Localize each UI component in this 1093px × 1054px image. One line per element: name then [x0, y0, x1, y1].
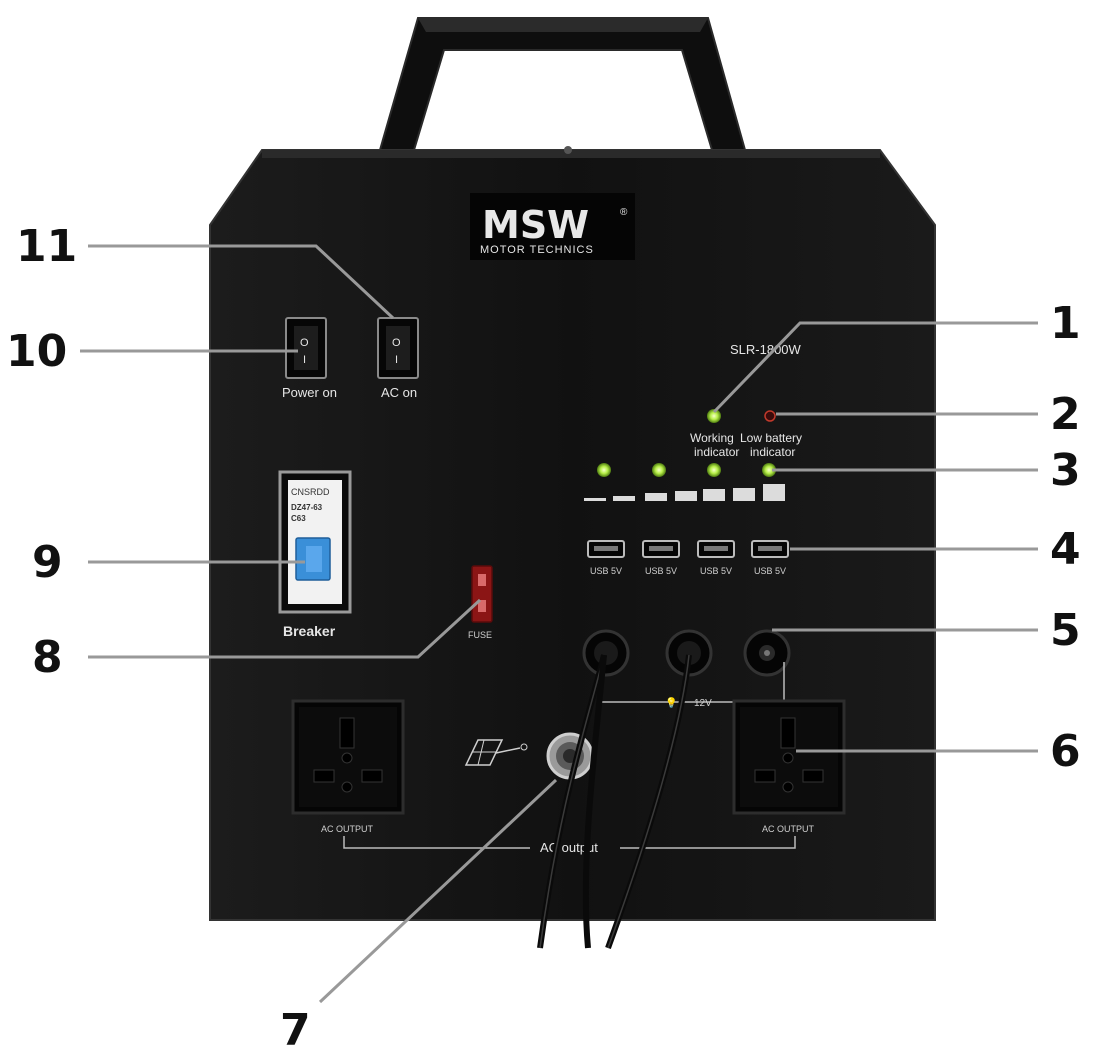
ac-output-bracket [343, 836, 796, 849]
leader-7 [318, 778, 558, 1004]
fuse-holder[interactable] [471, 565, 493, 623]
dc-12v-label: 12V [694, 698, 712, 709]
low-battery-indicator-led [764, 410, 776, 422]
usb-label-1: USB 5V [590, 566, 622, 576]
working-indicator-label-1: Working [690, 431, 734, 445]
usb-port-1[interactable] [587, 540, 625, 558]
callout-4: 4 [1050, 524, 1081, 575]
working-indicator-led [707, 409, 721, 423]
callout-7: 7 [280, 1005, 311, 1054]
ac-outlet-left[interactable] [291, 699, 405, 815]
leader-11 [88, 244, 395, 320]
callout-5: 5 [1050, 605, 1081, 656]
breaker-label: Breaker [283, 623, 336, 639]
level-bar-6 [733, 488, 755, 501]
power-switch[interactable]: O I [285, 317, 327, 379]
usb-label-2: USB 5V [645, 566, 677, 576]
battery-led-2 [652, 463, 666, 477]
battery-led-3 [707, 463, 721, 477]
callout-1: 1 [1050, 298, 1081, 349]
ac-outlet-right[interactable] [732, 699, 846, 815]
battery-level-leds [584, 463, 785, 501]
usb-port-3[interactable] [697, 540, 735, 558]
brand-logo: MSW ® MOTOR TECHNICS [470, 193, 635, 260]
svg-text:💡: 💡 [665, 696, 677, 709]
battery-led-4 [762, 463, 776, 477]
fuse-label: FUSE [468, 630, 492, 640]
solar-panel-icon [464, 739, 528, 766]
circuit-breaker[interactable]: CNSRDD DZ47-63 C63 [278, 470, 352, 614]
svg-text:MSW: MSW [482, 203, 589, 247]
callout-10: 10 [6, 326, 67, 377]
callout-9: 9 [32, 537, 63, 588]
carry-handle[interactable] [378, 17, 747, 151]
svg-text:®: ® [620, 207, 628, 218]
svg-text:I: I [395, 354, 398, 366]
leader-8 [88, 598, 482, 659]
ac-output-left-label: AC OUTPUT [321, 824, 374, 834]
svg-text:O: O [392, 337, 401, 349]
callout-2: 2 [1050, 389, 1081, 440]
level-bar-1 [584, 498, 606, 501]
ac-output-right-label: AC OUTPUT [762, 824, 815, 834]
level-bar-2 [613, 496, 635, 501]
svg-text:I: I [303, 354, 306, 366]
usb-ports: USB 5V USB 5V USB 5V USB 5V [587, 540, 789, 576]
callout-11: 11 [16, 221, 77, 272]
level-bar-5 [703, 489, 725, 501]
usb-port-2[interactable] [642, 540, 680, 558]
solar-input-connector[interactable] [546, 732, 594, 780]
svg-text:C63: C63 [291, 514, 306, 523]
leader-1 [712, 321, 1038, 414]
svg-text:CNSRDD: CNSRDD [291, 487, 330, 497]
ac-switch[interactable]: O I [377, 317, 419, 379]
working-indicator-label-2: indicator [694, 445, 739, 459]
level-bar-7 [763, 484, 785, 501]
level-bar-3 [645, 493, 667, 501]
power-on-label: Power on [282, 385, 337, 400]
cables [537, 654, 692, 950]
model-label: SLR-1800W [730, 342, 802, 357]
low-battery-label-2: indicator [750, 445, 795, 459]
callout-6: 6 [1050, 726, 1081, 777]
usb-label-4: USB 5V [754, 566, 786, 576]
level-bar-4 [675, 491, 697, 501]
svg-text:DZ47-63: DZ47-63 [291, 503, 323, 512]
svg-text:O: O [300, 337, 309, 349]
svg-text:MOTOR TECHNICS: MOTOR TECHNICS [480, 244, 594, 256]
usb-port-4[interactable] [751, 540, 789, 558]
battery-led-1 [597, 463, 611, 477]
low-battery-label-1: Low battery [740, 431, 802, 445]
callout-8: 8 [32, 632, 63, 683]
callout-lines [80, 244, 1038, 1004]
callout-3: 3 [1050, 445, 1081, 496]
usb-label-3: USB 5V [700, 566, 732, 576]
ac-on-label: AC on [381, 385, 417, 400]
